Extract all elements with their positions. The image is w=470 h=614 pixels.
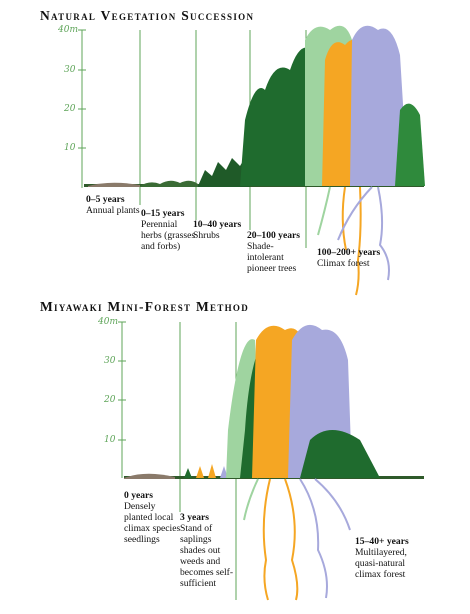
shrubs <box>198 156 250 187</box>
bottom-axis-tick-20: 20 <box>104 395 116 405</box>
herb-plants <box>140 180 198 187</box>
bottom-axis-tick-30: 30 <box>104 356 116 366</box>
bottom-panel-title: Miyawaki Mini-Forest Method <box>40 299 250 314</box>
saplings <box>184 464 228 478</box>
annual-plants <box>88 182 140 187</box>
top-axis-tick-20: 20 <box>64 104 76 114</box>
top-panel-title: Natural Vegetation Succession <box>40 8 255 23</box>
climax-lavender-tree <box>350 25 408 186</box>
bottom-roots <box>243 478 351 601</box>
miyawaki-understory <box>300 430 380 478</box>
bottom-axis-tick-40: 40m <box>98 317 118 327</box>
climax-small-tree <box>395 103 425 186</box>
top-roots <box>317 186 390 296</box>
top-axis-tick-10: 10 <box>64 143 76 153</box>
top-axis-tick-40: 40m <box>58 25 78 35</box>
bottom-axis-tick-10: 10 <box>104 435 116 445</box>
seedlings <box>124 473 175 479</box>
top-axis-tick-30: 30 <box>64 65 76 75</box>
